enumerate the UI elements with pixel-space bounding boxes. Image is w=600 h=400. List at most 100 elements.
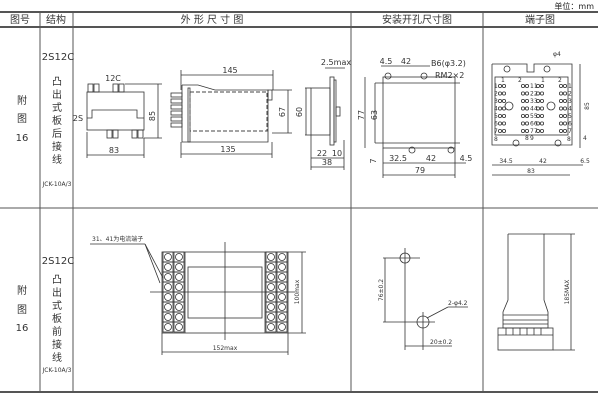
structure-char: 凸 <box>52 76 62 88</box>
terminal-label: 2 <box>558 77 562 84</box>
terminal-pin <box>497 121 502 126</box>
dim-label: 4.5 <box>460 154 473 163</box>
terminal-pin <box>521 121 526 126</box>
terminal-pin <box>525 114 530 119</box>
dim-label: 7 <box>369 158 378 163</box>
dim-label: 67 <box>278 107 287 117</box>
terminal-label: 3 <box>494 98 498 105</box>
terminal-pin <box>497 106 502 111</box>
terminal-pin <box>521 99 526 104</box>
terminal-pin <box>559 99 564 104</box>
terminal-label: 66 <box>530 121 538 128</box>
terminal-label: 6 <box>568 121 572 128</box>
terminal-label: 6 <box>494 121 498 128</box>
dim-label: 85 <box>148 111 157 121</box>
terminal-label: 4 <box>568 106 572 113</box>
terminal-pin <box>521 128 526 133</box>
terminal-screw <box>164 283 172 291</box>
terminal-pin <box>497 114 502 119</box>
dim-label: 32.5 <box>389 154 407 163</box>
header-terminal: 端子图 <box>525 13 555 26</box>
terminal-pin <box>559 106 564 111</box>
figure-label: 附 <box>17 284 27 297</box>
dim-label: 145 <box>222 66 237 75</box>
dim-label: 22 <box>317 149 327 158</box>
dim-label: 76±0.2 <box>378 279 385 301</box>
terminal-screw <box>175 283 183 291</box>
dim-label: 42 <box>401 57 411 66</box>
terminal-pin <box>536 84 541 89</box>
terminal-pin <box>563 99 568 104</box>
dim-label: 20±0.2 <box>430 339 452 346</box>
terminal-pin <box>559 114 564 119</box>
terminal-screw <box>278 273 286 281</box>
row2-label: 附 图 16 2S12C 凸 出 式 板 前 接 线 JCK-10A/3 <box>16 256 75 374</box>
terminal-pin <box>563 106 568 111</box>
terminal-screw <box>267 273 275 281</box>
terminal-block <box>265 321 277 333</box>
terminal-screw <box>267 313 275 321</box>
terminal-note: 31、41为电流端子 <box>92 235 143 243</box>
terminal-pin <box>501 121 506 126</box>
dim-label: 4 <box>583 135 587 142</box>
terminal-block <box>276 321 288 333</box>
terminal-screw <box>267 293 275 301</box>
dim-label: 12C <box>105 74 121 83</box>
terminal-screw <box>278 323 286 331</box>
dim-label: 2-φ4.2 <box>448 300 468 307</box>
terminal-screw <box>175 313 183 321</box>
structure-char: 接 <box>52 338 62 351</box>
structure-char: 线 <box>52 153 62 166</box>
terminal-pin <box>563 128 568 133</box>
dim-label: RM2×2 <box>435 71 464 80</box>
dim-label: φ4 <box>553 51 561 58</box>
terminal-pin <box>525 84 530 89</box>
dim-label: 4.5 <box>380 57 393 66</box>
terminal-pin <box>497 99 502 104</box>
dim-label: 79 <box>415 166 425 175</box>
terminal-screw <box>175 293 183 301</box>
terminal-pin <box>563 121 568 126</box>
header-outline: 外 形 尺 寸 图 <box>181 13 244 26</box>
terminal-screw <box>278 283 286 291</box>
terminal-screw <box>278 263 286 271</box>
structure-char: 出 <box>52 286 62 299</box>
terminal-label: 33 <box>530 98 538 105</box>
dim-label: 135 <box>220 145 235 154</box>
dim-label: 185MAX <box>564 280 571 305</box>
terminal-label: 44 <box>530 106 538 113</box>
terminal-screw <box>175 323 183 331</box>
structure-char: 板 <box>52 114 62 127</box>
dim-label: 42 <box>426 154 436 163</box>
terminal-pin <box>563 84 568 89</box>
cutout-drawing-2: 76±0.2 2-φ4.2 20±0.2 <box>378 248 468 350</box>
terminal-screw <box>278 253 286 261</box>
terminal-pin <box>501 106 506 111</box>
terminal-screw <box>267 283 275 291</box>
terminal-screw <box>175 303 183 311</box>
header-cutout: 安装开孔尺寸图 <box>382 13 452 26</box>
figure-label: 图 <box>17 304 27 316</box>
terminal-pin <box>525 106 530 111</box>
terminal-label: 2 <box>518 77 522 84</box>
cutout-drawing-1: 4.5 42 B6(φ3.2) RM2×2 77 63 7 32.5 42 4.… <box>357 57 472 178</box>
terminal-pin <box>559 121 564 126</box>
terminal-label: 1 <box>494 83 498 90</box>
terminal-screw <box>278 303 286 311</box>
terminal-pin <box>540 114 545 119</box>
dim-label: 60 <box>295 107 304 117</box>
terminal-screw <box>164 263 172 271</box>
terminal-label: 1 <box>501 77 505 84</box>
terminal-pin <box>521 114 526 119</box>
terminal-block <box>162 321 174 333</box>
terminal-label: 2 <box>494 91 498 98</box>
terminal-pin <box>536 99 541 104</box>
terminal-screw <box>175 273 183 281</box>
terminal-pin <box>536 121 541 126</box>
structure-char: 式 <box>52 299 62 312</box>
terminal-label: 8 <box>567 136 571 143</box>
terminal-pin <box>501 91 506 96</box>
terminal-label: 77 <box>530 128 538 135</box>
terminal-pin <box>540 121 545 126</box>
